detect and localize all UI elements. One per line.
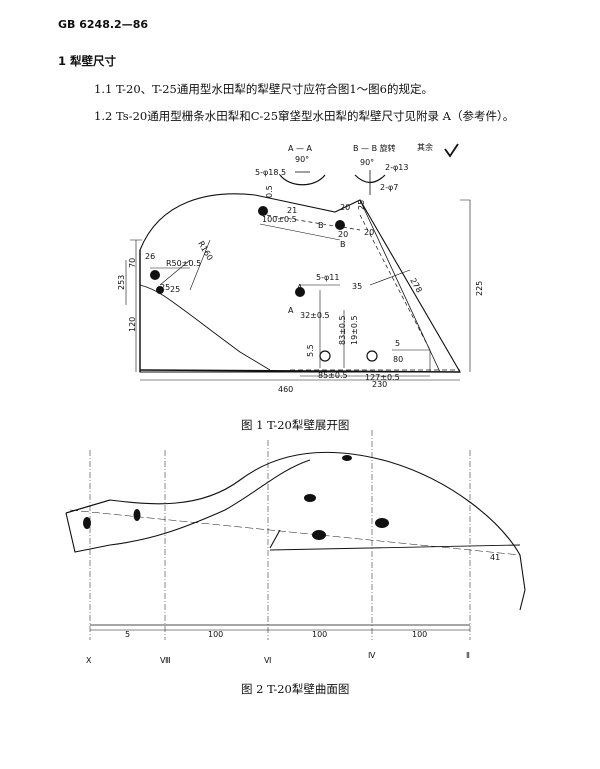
label-25: 25: [357, 200, 366, 210]
label-station-viii: Ⅷ: [160, 656, 171, 665]
label-460: 460: [278, 385, 293, 394]
label-20a: 20: [340, 203, 350, 212]
hole-1: [258, 206, 268, 216]
label-120: 120: [128, 317, 137, 332]
label-5-5: 5.5: [306, 344, 315, 357]
hole-6: [319, 350, 331, 362]
label-station-x: X: [86, 656, 92, 665]
label-section-a: A — A: [288, 144, 313, 153]
label-70: 70: [128, 258, 137, 268]
hole-4: [156, 286, 164, 294]
label-marker-b1: B: [318, 221, 324, 230]
plough-wall-outline: [139, 193, 461, 373]
hole-2: [335, 220, 345, 230]
label-r50: R50±0.5: [166, 259, 201, 268]
label-25b: 25: [160, 283, 170, 292]
label-20c: 20: [364, 228, 374, 237]
label-26: 26: [145, 252, 155, 261]
label-21: 21: [287, 206, 297, 215]
label-253: 253: [117, 275, 126, 290]
label-83: 83±0.5: [338, 315, 347, 345]
label-19: 19±0.5: [350, 315, 359, 345]
label-marker-a1: A: [297, 283, 303, 292]
label-hole-13: 2-φ13: [385, 163, 408, 172]
label-fig2-100b: 100: [312, 630, 327, 639]
label-hole-7: 2-φ7: [380, 183, 398, 192]
label-station-vi: Ⅵ: [264, 656, 271, 665]
label-hole-18: 5-φ18.5: [255, 168, 286, 177]
label-20b: 20: [338, 230, 348, 239]
hole-5: [295, 287, 305, 297]
label-0-5: 0.5: [265, 185, 274, 198]
label-25c: 25: [170, 285, 180, 294]
hole-7: [366, 350, 378, 362]
label-278: 278: [408, 277, 423, 295]
label-other: 其余: [417, 142, 433, 152]
label-230: 230: [372, 380, 387, 389]
label-35: 35: [352, 282, 362, 291]
curve-hole-6: [342, 455, 352, 461]
label-marker-a2: A: [288, 306, 294, 315]
label-station-ii: Ⅱ: [466, 651, 470, 660]
label-hole-11: 5-φ11: [316, 273, 339, 282]
label-angle-90a: 90°: [295, 155, 309, 164]
label-100: 100±0.5: [262, 215, 297, 224]
label-fig2-100a: 100: [208, 630, 223, 639]
label-fig2-100c: 100: [412, 630, 427, 639]
label-marker-b2: B: [340, 240, 346, 249]
label-85: 85±0.5: [318, 371, 348, 380]
figure-2-drawing: [65, 451, 526, 631]
label-angle-90b: 90°: [360, 158, 374, 167]
hole-3: [150, 270, 160, 280]
label-section-b: B — B 旋转: [353, 143, 396, 153]
label-32: 32±0.5: [300, 311, 330, 320]
figure-1-caption: 图 1 T-20犁壁展开图: [241, 418, 350, 432]
curve-hole-5: [375, 518, 389, 528]
label-127: 127±0.5: [365, 373, 400, 382]
section-title: 1 犁壁尺寸: [58, 54, 117, 68]
label-fig2-41: 41: [490, 553, 500, 562]
curve-hole-2: [133, 509, 141, 521]
label-225: 225: [475, 281, 484, 296]
standard-number: GB 6248.2—86: [58, 18, 148, 31]
label-fig2-5: 5: [125, 630, 130, 639]
paragraph-1-1: 1.1 T-20、T-25通用型水田犁的犁壁尺寸应符合图1～图6的规定。: [94, 82, 433, 96]
label-5: 5: [395, 339, 400, 348]
curve-hole-4: [312, 530, 326, 540]
curve-hole-3: [304, 494, 316, 502]
curve-hole-1: [83, 517, 91, 529]
roughness-symbol: [444, 143, 459, 158]
figure-2-caption: 图 2 T-20犁壁曲面图: [241, 682, 350, 696]
label-80: 80: [393, 355, 403, 364]
label-station-iv: Ⅳ: [368, 651, 376, 660]
paragraph-1-2: 1.2 Ts-20通用型栅条水田犁和C-25窜垡型水田犁的犁壁尺寸见附录 A（参…: [94, 109, 515, 123]
